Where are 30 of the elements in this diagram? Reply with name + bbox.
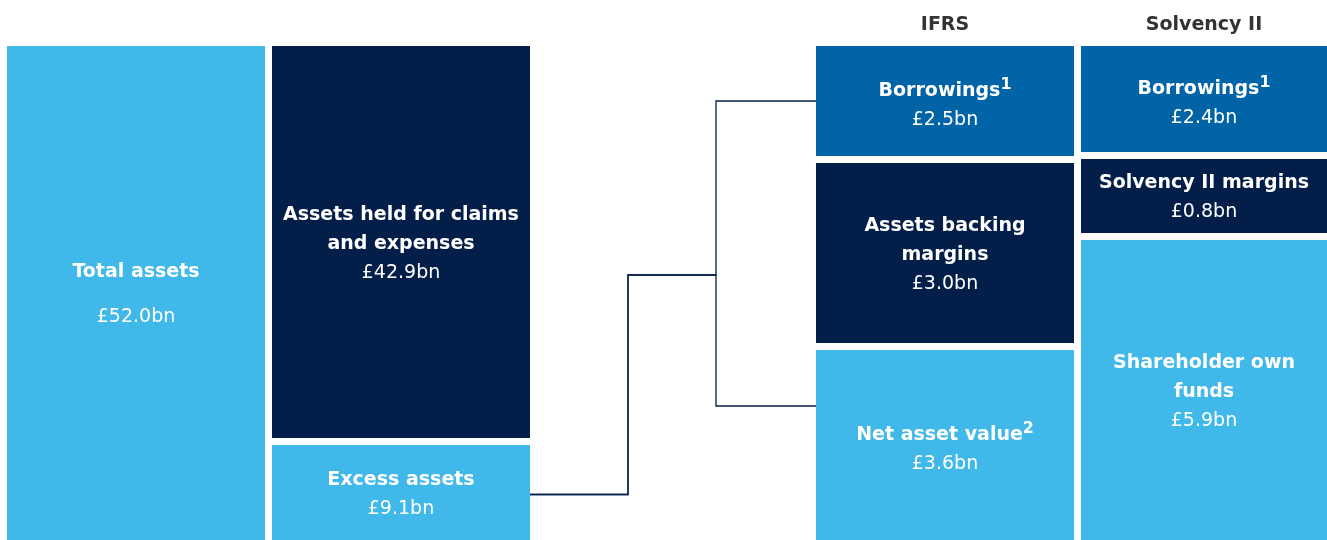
connector-line xyxy=(529,274,817,496)
block-value: £9.1bn xyxy=(367,494,435,520)
category-block xyxy=(7,46,265,540)
category-block xyxy=(1081,240,1327,540)
category-block xyxy=(816,350,1074,540)
category-block xyxy=(816,46,1074,156)
block-value: £3.6bn xyxy=(911,450,979,476)
block-title: Assets held for claims and expenses xyxy=(282,200,520,255)
category-block xyxy=(272,445,530,540)
block-title: Shareholder own funds xyxy=(1112,348,1296,403)
block-value: £52.0bn xyxy=(96,303,176,328)
column-heading: Solvency II xyxy=(1144,12,1264,34)
column-heading: IFRS xyxy=(919,12,971,34)
category-block xyxy=(816,163,1074,343)
block-title: Borrowings$^{1}$ xyxy=(1137,70,1271,101)
block-title: Borrowings$^{1}$ xyxy=(878,72,1012,103)
block-title: Excess assets xyxy=(327,465,475,491)
block-value: £5.9bn xyxy=(1170,406,1238,432)
block-value: £2.4bn xyxy=(1170,104,1238,130)
category-block xyxy=(272,46,530,438)
block-value: £2.5bn xyxy=(911,106,979,132)
category-block xyxy=(1081,159,1327,233)
category-block xyxy=(1081,46,1327,152)
block-title: Total assets xyxy=(72,258,200,283)
block-value: £42.9bn xyxy=(361,258,441,284)
block-title: Assets backing margins xyxy=(863,211,1027,266)
block-title: Net asset value$^{2}$ xyxy=(856,416,1034,447)
block-value: £3.0bn xyxy=(911,269,979,295)
block-title: Solvency II margins xyxy=(1099,169,1309,194)
block-value: £0.8bn xyxy=(1170,198,1238,223)
